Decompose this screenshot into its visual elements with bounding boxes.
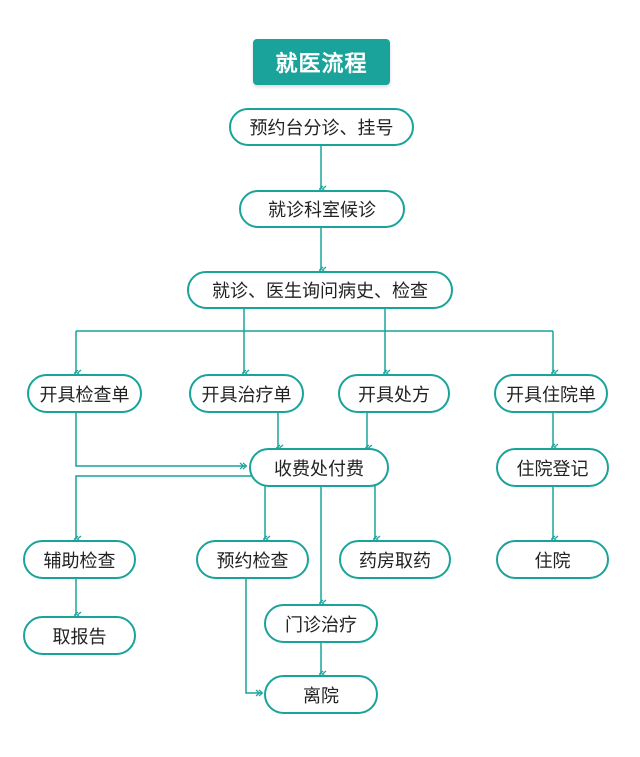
step-appointment: 预约台分诊、挂号	[229, 108, 414, 146]
step-outpatient-treat: 门诊治疗	[264, 604, 378, 643]
step-admission-order: 开具住院单	[494, 374, 608, 413]
step-book-exam: 预约检查	[196, 540, 309, 579]
step-get-report: 取报告	[23, 616, 136, 655]
connector-book-exam-leave	[245, 578, 262, 693]
step-leave: 离院	[264, 675, 378, 714]
connector-payment-aux-exam	[76, 475, 252, 539]
step-exam-order: 开具检查单	[27, 374, 142, 413]
step-pharmacy: 药房取药	[339, 540, 451, 579]
step-consult: 就诊、医生询问病史、检查	[187, 271, 453, 309]
step-admission-register: 住院登记	[496, 448, 609, 487]
connector-exam-order-payment	[75, 413, 246, 466]
step-payment: 收费处付费	[249, 448, 389, 487]
step-hospitalize: 住院	[496, 540, 609, 579]
page-title: 就医流程	[253, 39, 390, 85]
step-waiting: 就诊科室候诊	[239, 190, 405, 228]
step-aux-exam: 辅助检查	[23, 540, 136, 579]
step-prescription: 开具处方	[338, 374, 450, 413]
step-treat-order: 开具治疗单	[189, 374, 304, 413]
